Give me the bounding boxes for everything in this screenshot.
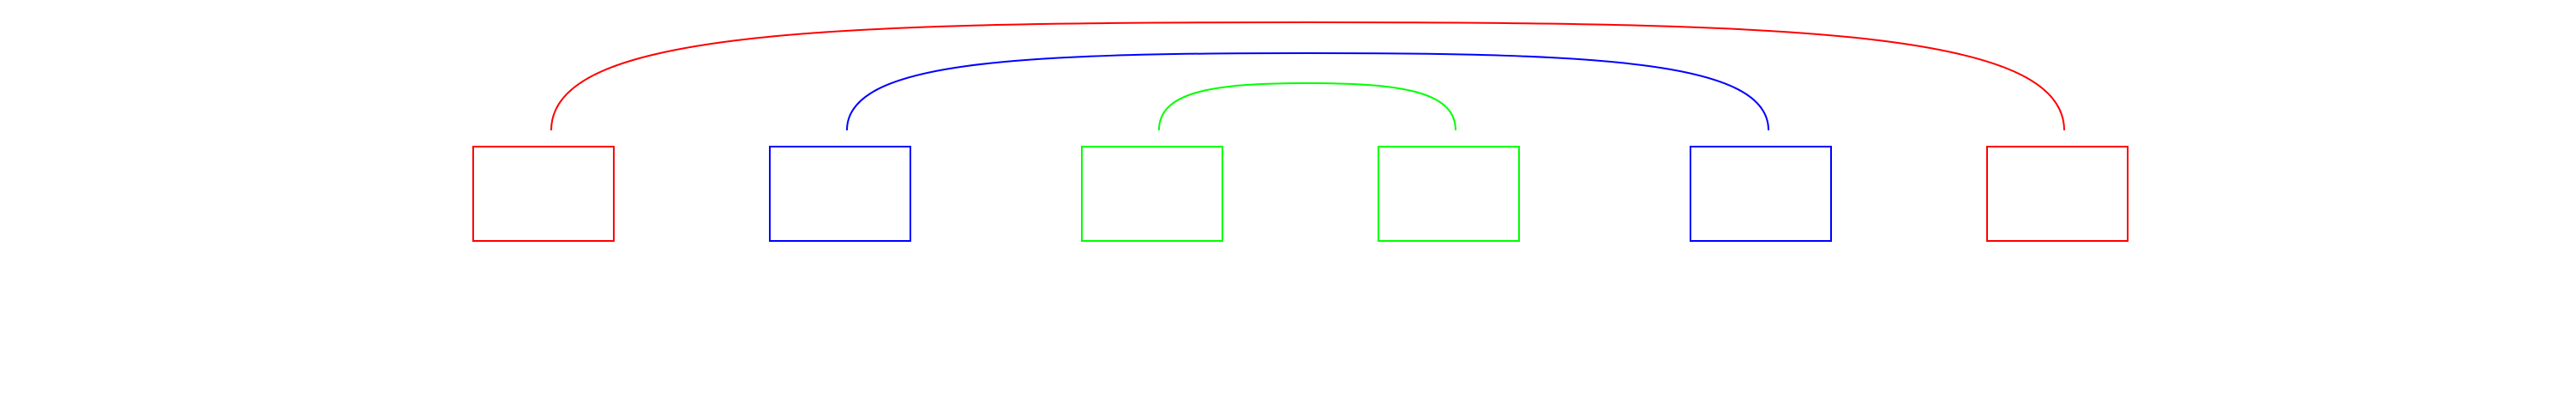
box-1 <box>472 146 615 242</box>
box-4 <box>1378 146 1520 242</box>
box-3 <box>1081 146 1223 242</box>
arc-outer <box>550 21 2065 131</box>
box-2 <box>769 146 911 242</box>
boxes-layer <box>472 146 2129 242</box>
box-6 <box>1986 146 2129 242</box>
arc-middle <box>846 51 1769 131</box>
box-5 <box>1690 146 1832 242</box>
arcs-layer <box>550 21 2065 131</box>
arc-inner <box>1158 81 1456 131</box>
